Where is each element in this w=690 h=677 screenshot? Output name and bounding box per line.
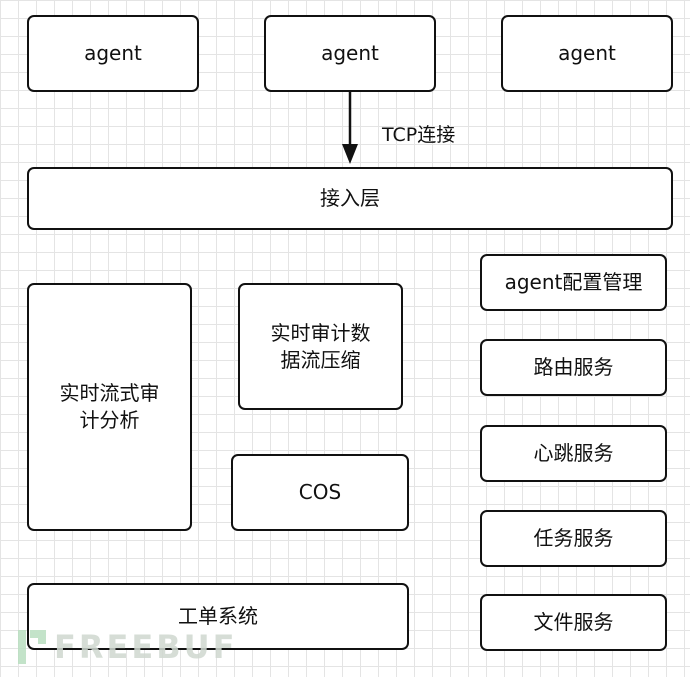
realtime-stream-audit-label: 实时流式审 计分析 <box>59 381 160 432</box>
agent-box-1[interactable]: agent <box>27 15 199 92</box>
agent-label-3: agent <box>558 41 616 65</box>
routing-service-box[interactable]: 路由服务 <box>480 339 667 396</box>
routing-service-label: 路由服务 <box>533 355 614 379</box>
file-service-box[interactable]: 文件服务 <box>480 594 667 651</box>
ticket-system-label: 工单系统 <box>178 604 258 628</box>
access-layer-box[interactable]: 接入层 <box>27 167 673 230</box>
freebuf-logo-icon <box>18 630 46 664</box>
task-service-label: 任务服务 <box>533 526 614 550</box>
agent-config-service-box[interactable]: agent配置管理 <box>480 254 667 311</box>
ticket-system-box[interactable]: 工单系统 <box>27 583 409 650</box>
heartbeat-service-box[interactable]: 心跳服务 <box>480 425 667 482</box>
realtime-audit-compress-label: 实时审计数 据流压缩 <box>270 320 371 372</box>
watermark-text: FREEBUF <box>54 628 238 666</box>
agent-config-service-label: agent配置管理 <box>504 270 643 294</box>
freebuf-watermark: FREEBUF <box>18 628 237 666</box>
agent-label-2: agent <box>321 41 379 65</box>
agent-box-2[interactable]: agent <box>264 15 436 92</box>
realtime-audit-compress-box[interactable]: 实时审计数 据流压缩 <box>238 283 403 410</box>
agent-label-1: agent <box>84 41 142 65</box>
access-layer-label: 接入层 <box>320 186 380 210</box>
task-service-box[interactable]: 任务服务 <box>480 510 667 567</box>
file-service-label: 文件服务 <box>533 610 614 634</box>
cos-box[interactable]: COS <box>231 454 409 531</box>
tcp-connection-label: TCP连接 <box>382 124 456 146</box>
agent-box-3[interactable]: agent <box>501 15 673 92</box>
realtime-stream-audit-box[interactable]: 实时流式审 计分析 <box>27 283 192 531</box>
heartbeat-service-label: 心跳服务 <box>533 441 614 465</box>
cos-label: COS <box>298 480 342 504</box>
